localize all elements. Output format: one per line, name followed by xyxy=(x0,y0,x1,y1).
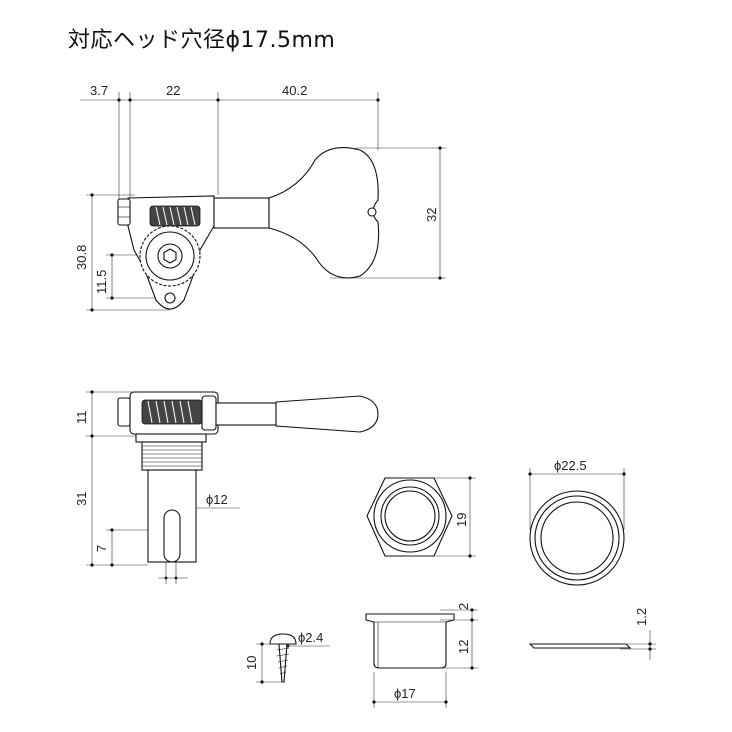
washer-side: 1.2 xyxy=(528,608,656,660)
dim-30-8: 30.8 xyxy=(74,245,89,270)
front-view: 3.7 22 40.2 32 30.8 11.5 xyxy=(74,83,446,312)
diagram-title: 対応ヘッド穴径ϕ17.5mm xyxy=(68,28,336,53)
dim-12: 12 xyxy=(456,640,471,654)
dim-19: 19 xyxy=(454,513,469,527)
dim-phi17: ϕ17 xyxy=(394,686,416,701)
dim-phi22-5: ϕ22.5 xyxy=(554,458,587,473)
washer: ϕ22.5 xyxy=(528,458,626,586)
dim-3-7: 3.7 xyxy=(90,83,108,98)
dim-1-2: 1.2 xyxy=(634,608,649,626)
press-bushing: 2 12 ϕ17 xyxy=(365,603,478,708)
dim-phi12: ϕ12 xyxy=(206,492,228,507)
dim-11-5: 11.5 xyxy=(94,270,109,294)
dim-7: 7 xyxy=(94,545,109,552)
dim-40-2: 40.2 xyxy=(282,83,307,98)
wood-screw: ϕ2.4 10 xyxy=(244,630,330,684)
dim-10: 10 xyxy=(244,656,259,670)
dim-11: 11 xyxy=(74,411,89,425)
dim-32: 32 xyxy=(424,208,439,222)
dim-phi2-4: ϕ2.4 xyxy=(298,630,323,645)
dim-31: 31 xyxy=(74,492,89,506)
dim-2: 2 xyxy=(456,603,471,610)
dim-22: 22 xyxy=(166,83,180,98)
side-view: 11 31 7 ϕ12 xyxy=(74,390,379,584)
hex-nut: 19 xyxy=(366,476,476,558)
